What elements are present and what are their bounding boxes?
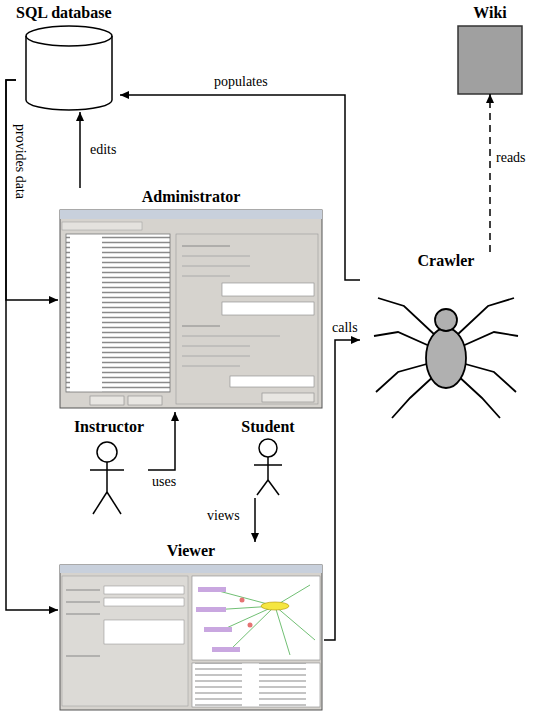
connector [6, 80, 58, 610]
edge-label: calls [330, 320, 360, 336]
database-node: SQL database [16, 4, 120, 112]
node-label: Viewer [167, 542, 215, 560]
wiki-node: Wiki [452, 4, 528, 94]
edge-label: uses [150, 474, 178, 490]
viewer-screenshot [60, 565, 322, 710]
connector [489, 94, 491, 252]
edge-label: provides data [12, 122, 28, 201]
instructor-figure [90, 442, 124, 514]
connector [324, 340, 360, 640]
edge-label: views [205, 508, 242, 524]
connector [148, 412, 175, 470]
node-label: Student [241, 418, 294, 436]
connector [79, 112, 81, 188]
node-label: Wiki [473, 4, 507, 22]
administrator-screenshot [60, 210, 322, 408]
crawler-node: Crawler [360, 252, 532, 422]
viewer-node: Viewer [58, 542, 324, 714]
crawler-spider [374, 298, 518, 418]
node-label: Instructor [74, 418, 144, 436]
edge-label: populates [212, 74, 270, 90]
node-label: Administrator [142, 188, 241, 206]
node-label: Crawler [418, 252, 475, 270]
node-label: SQL database [16, 4, 112, 22]
edge-label: reads [494, 150, 528, 166]
administrator-node: Administrator [58, 188, 324, 412]
connector [120, 95, 360, 280]
connector [6, 80, 58, 300]
connector [254, 498, 256, 542]
actor-node: Student [228, 418, 308, 498]
wiki-box [458, 26, 522, 94]
actor-node: Instructor [70, 418, 148, 518]
edge-label: edits [88, 142, 118, 158]
database-cylinder [26, 26, 112, 110]
student-figure [254, 439, 282, 495]
